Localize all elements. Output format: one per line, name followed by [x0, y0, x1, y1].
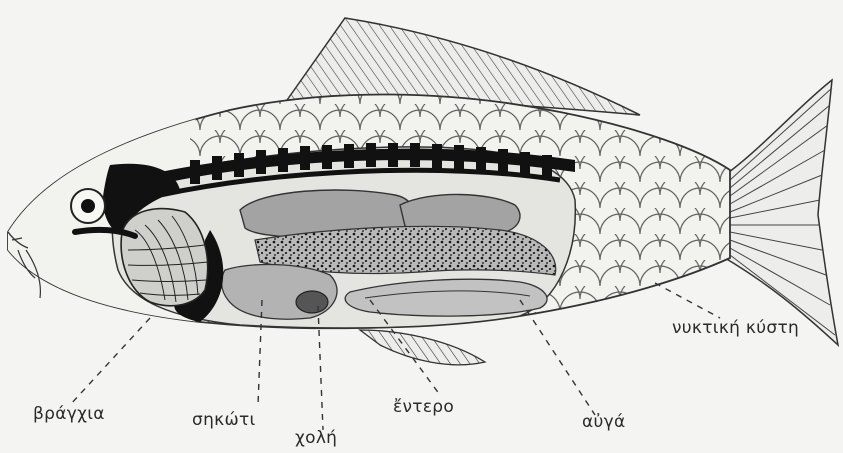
label-liver: σηκώτι [192, 410, 256, 430]
leader-eggs [520, 300, 595, 415]
leader-swim-bladder [655, 283, 720, 318]
label-gills: βράγχια [33, 404, 105, 424]
gall-bladder [296, 291, 328, 313]
label-intestine: ἔντερο [393, 397, 454, 417]
label-bile: χολή [295, 428, 337, 448]
label-swim-bladder: νυκτική κύστη [672, 318, 799, 338]
leader-gills [70, 318, 150, 405]
tail-fin [725, 80, 838, 345]
label-eggs: αὐγά [582, 412, 626, 432]
